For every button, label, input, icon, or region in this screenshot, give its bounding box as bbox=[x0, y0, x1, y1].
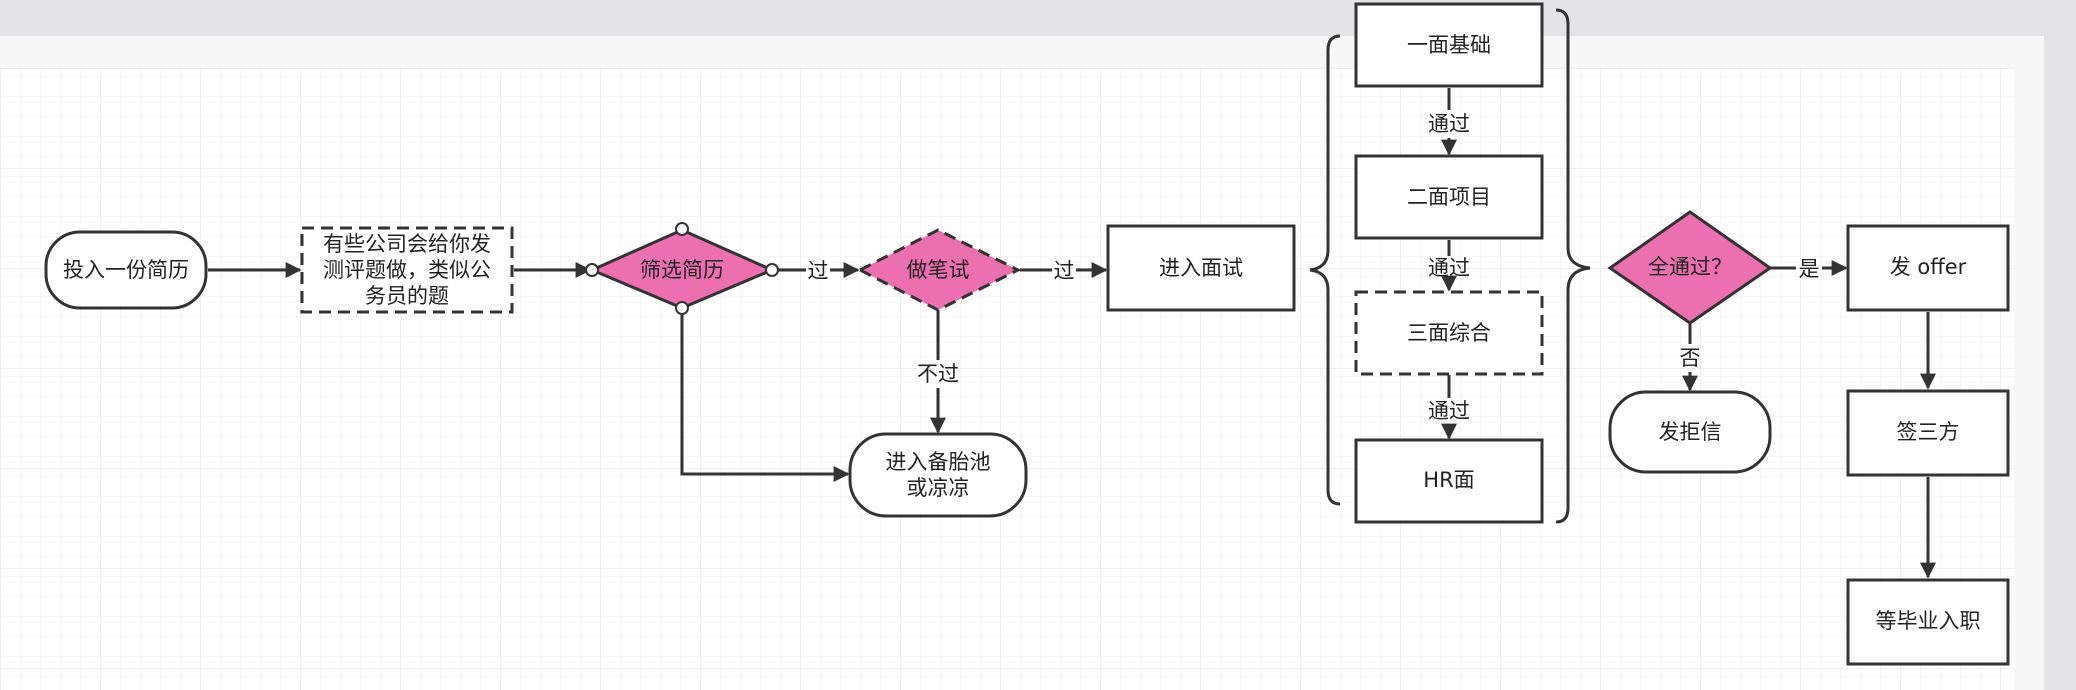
grid-lines bbox=[0, 68, 2014, 690]
handle-right[interactable] bbox=[765, 263, 779, 277]
label-interview: 进入面试 bbox=[1159, 256, 1243, 280]
label-onboard: 等毕业入职 bbox=[1876, 609, 1981, 633]
label-round1: 一面基础 bbox=[1407, 33, 1491, 57]
node-written bbox=[856, 228, 1022, 312]
label-test-line1: 有些公司会给你发 bbox=[323, 232, 491, 256]
edge-label-pass-r1: 通过 bbox=[1428, 112, 1470, 136]
node-round2 bbox=[1354, 154, 1544, 240]
label-reject: 发拒信 bbox=[1659, 420, 1722, 444]
label-resume: 投入一份简历 bbox=[63, 258, 189, 282]
label-hr: HR面 bbox=[1423, 468, 1474, 492]
label-written: 做笔试 bbox=[907, 258, 970, 282]
node-pool bbox=[848, 432, 1028, 518]
node-resume bbox=[44, 230, 208, 310]
node-onboard bbox=[1846, 578, 2010, 666]
node-round3 bbox=[1354, 290, 1544, 376]
handle-left[interactable] bbox=[585, 263, 599, 277]
label-test-line3: 务员的题 bbox=[365, 284, 449, 308]
node-offer bbox=[1846, 224, 2010, 312]
edges bbox=[208, 88, 1936, 579]
node-test bbox=[300, 226, 514, 314]
handle-bottom[interactable] bbox=[675, 301, 689, 315]
left-brace bbox=[1309, 34, 1341, 506]
edge-label-fail: 不过 bbox=[917, 362, 959, 386]
connection-handles[interactable] bbox=[585, 222, 779, 315]
node-sign bbox=[1846, 389, 2010, 477]
label-sign: 签三方 bbox=[1897, 420, 1960, 444]
label-offer: 发 offer bbox=[1890, 255, 1967, 279]
label-pool-line2: 或凉凉 bbox=[907, 476, 970, 500]
right-brace bbox=[1555, 8, 1591, 524]
label-pool-line1: 进入备胎池 bbox=[886, 450, 991, 474]
label-round2: 二面项目 bbox=[1407, 185, 1491, 209]
node-interview bbox=[1106, 224, 1296, 312]
label-all-pass: 全通过？ bbox=[1648, 255, 1732, 279]
label-round3: 三面综合 bbox=[1407, 321, 1491, 345]
edge-label-pass-r3: 通过 bbox=[1428, 399, 1470, 423]
edge-label-pass-r2: 通过 bbox=[1428, 256, 1470, 280]
edge-label-no: 否 bbox=[1680, 346, 1701, 370]
edge-label-pass1: 过 bbox=[808, 259, 829, 283]
edge-label-pass2: 过 bbox=[1054, 259, 1075, 283]
node-reject bbox=[1608, 390, 1772, 474]
node-hr bbox=[1354, 438, 1544, 524]
label-screen: 筛选简历 bbox=[640, 258, 724, 282]
handle-top[interactable] bbox=[675, 222, 689, 236]
edge-label-yes: 是 bbox=[1799, 257, 1820, 281]
edge-screen-pool bbox=[680, 308, 850, 482]
node-all-pass bbox=[1607, 210, 1773, 325]
label-test-line2: 测评题做，类似公 bbox=[323, 258, 491, 282]
node-round1 bbox=[1354, 2, 1544, 88]
